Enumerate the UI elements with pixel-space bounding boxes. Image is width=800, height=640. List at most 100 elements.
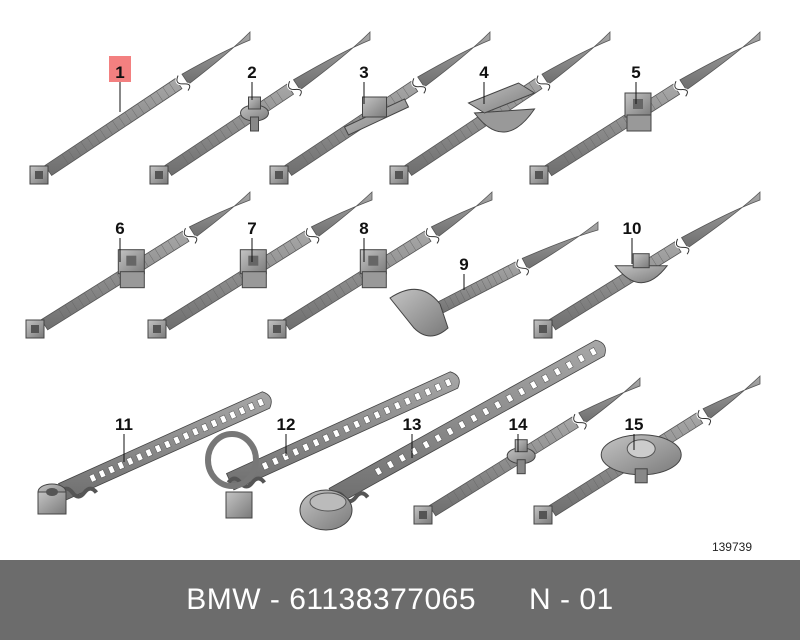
strap-rib: [93, 133, 101, 144]
pin-hole: [46, 488, 58, 496]
strap-rib: [205, 292, 213, 304]
ladder-slot: [433, 382, 443, 392]
strap-rib: [71, 300, 78, 312]
strap-rib: [313, 300, 320, 312]
edge-lock-slot: [633, 99, 643, 109]
break-line: [697, 409, 712, 426]
wave-connector: [226, 476, 266, 489]
strap-rib: [563, 422, 570, 433]
ladder-slot: [393, 401, 402, 411]
edge-clip-jaw: [241, 271, 267, 289]
ladder-slot: [505, 393, 514, 403]
footer-part-number: BMW - 61138377065 N - 01: [186, 583, 614, 616]
clip-lock: [248, 96, 261, 110]
ladder-slot: [383, 405, 392, 415]
strap-rib: [615, 120, 623, 131]
part-3: [269, 31, 491, 185]
ladder-slot: [107, 465, 116, 475]
strap-rib: [453, 133, 461, 144]
strap-rib: [103, 280, 111, 291]
callout-3: 3: [359, 63, 368, 82]
strap-rib: [289, 240, 297, 251]
strap-rib: [187, 149, 196, 161]
strap-rib: [90, 288, 98, 300]
callout-1: 1: [115, 63, 124, 82]
strap-rib: [453, 490, 460, 502]
strap-rib: [283, 244, 290, 255]
ladder-slot: [312, 438, 321, 448]
strap-rib: [592, 292, 600, 304]
ladder-slot: [444, 378, 453, 388]
strap-rib: [199, 296, 207, 308]
ladder-slot: [469, 413, 479, 423]
tie-strap-tail: [702, 375, 761, 420]
strap-rib: [218, 284, 226, 296]
strap-rib: [61, 154, 69, 165]
strap-rib: [475, 282, 482, 294]
strap-rib: [156, 91, 164, 102]
strap-rib: [154, 248, 162, 259]
strap-rib: [225, 124, 233, 135]
strap-rib: [403, 244, 410, 255]
strap-rib: [77, 296, 85, 308]
strap-rib: [427, 149, 436, 161]
strap-rib: [409, 240, 417, 251]
strap-rib: [663, 248, 671, 259]
ladder-slot: [362, 415, 371, 425]
strap-rib: [528, 82, 536, 93]
disc-cup: [614, 265, 669, 283]
strap-rib: [573, 304, 580, 316]
tie-head-slot: [535, 171, 543, 179]
callout-2: 2: [247, 63, 256, 82]
strap-rib: [543, 434, 551, 445]
part-1: [29, 31, 251, 185]
ladder-slot: [116, 460, 125, 470]
strap-rib: [143, 99, 151, 110]
part-2: [149, 31, 371, 185]
ladder-slot: [98, 469, 107, 479]
strap-rib: [585, 482, 593, 493]
tie-head-slot: [539, 511, 547, 519]
strap-rib: [602, 128, 610, 140]
strap-rib: [579, 486, 587, 497]
disc-lock: [632, 253, 650, 269]
strap-rib: [502, 268, 509, 280]
tie-head-slot: [275, 171, 283, 179]
break-line: [516, 259, 529, 276]
strap-rib: [58, 308, 66, 320]
strap-rib: [67, 149, 76, 161]
ladder-slot: [352, 419, 361, 429]
strap-rib: [566, 494, 574, 505]
ladder-slot: [172, 435, 181, 445]
break-line: [288, 80, 302, 97]
ladder-slot: [421, 440, 431, 450]
strap-rib: [219, 128, 227, 140]
highlight-box: [109, 56, 131, 82]
ladder-slot: [403, 396, 412, 406]
ladder-slot: [433, 433, 443, 443]
wave-connector: [58, 486, 99, 499]
strap-rib: [556, 426, 564, 437]
ladder-slot: [493, 400, 502, 410]
strap-rib: [325, 292, 333, 304]
break-line: [412, 78, 427, 94]
ladder-slot: [342, 424, 351, 434]
strap-rib: [530, 442, 538, 453]
strap-rib: [74, 145, 82, 156]
break-line: [573, 413, 587, 430]
strap-rib: [180, 308, 188, 320]
strap-rib: [269, 95, 277, 106]
strap-rib: [333, 133, 341, 144]
ladder-slot: [291, 447, 300, 457]
part-10: [533, 191, 761, 339]
ladder-slot: [301, 442, 310, 452]
strap-rib: [186, 304, 194, 316]
edge-lock-slot: [248, 255, 259, 266]
part-9: [389, 221, 599, 337]
ladder-slot: [135, 452, 144, 462]
part-14: [413, 377, 641, 525]
clip-lock: [514, 439, 528, 453]
strap-rib: [670, 429, 678, 440]
ladder-slot: [517, 386, 526, 397]
